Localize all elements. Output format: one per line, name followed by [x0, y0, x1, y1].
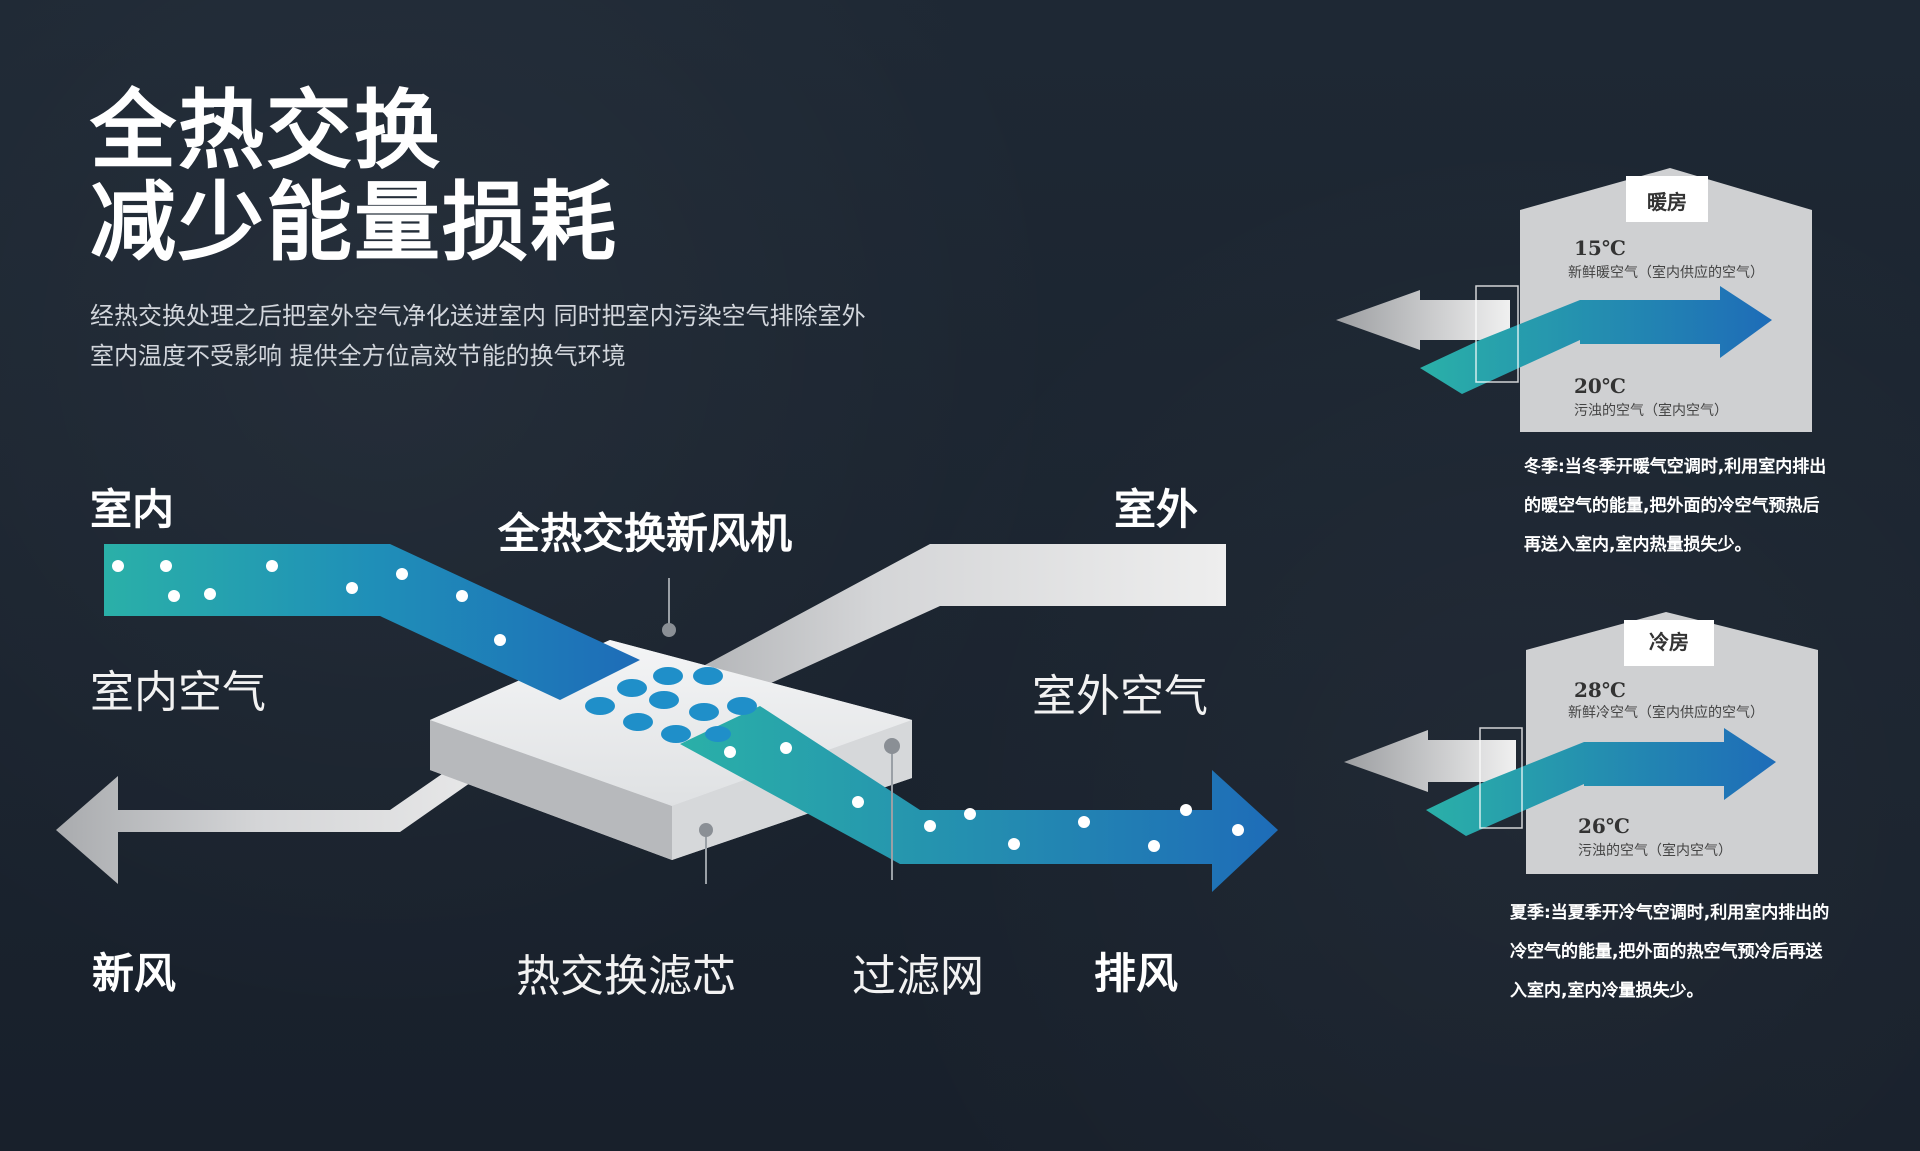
label-heat-core: 热交换滤芯 [516, 951, 736, 1002]
callout-lines [662, 578, 900, 884]
label-outdoor: 室外 [1114, 485, 1199, 534]
summer-stale-desc: 污浊的空气（室内空气） [1578, 843, 1732, 859]
label-filter: 过滤网 [852, 951, 984, 1002]
summer-note-line3: 入室内,室内冷量损失少。 [1510, 981, 1704, 1001]
summer-house-title: 冷房 [1649, 630, 1689, 654]
summer-house [1344, 612, 1818, 874]
description: 经热交换处理之后把室外空气净化送进室内 同时把室内污染空气排除室外 室内温度不受… [90, 296, 866, 376]
airflow-particles [112, 560, 1244, 852]
core-holes [585, 667, 757, 743]
label-exhaust-air: 排风 [1094, 949, 1179, 998]
winter-fresh-desc: 新鲜暖空气（室内供应的空气） [1568, 265, 1764, 281]
winter-house-title: 暖房 [1647, 190, 1687, 214]
summer-note: 夏季:当夏季开冷气空调时,利用室内排出的 冷空气的能量,把外面的热空气预冷后再送… [1510, 894, 1890, 1011]
exhaust-air-duct [104, 544, 1278, 892]
summer-stale-temp: 26℃ [1578, 814, 1630, 838]
winter-note-line1: 冬季:当冬季开暖气空调时,利用室内排出 [1524, 457, 1827, 477]
description-line2: 室内温度不受影响 提供全方位高效节能的换气环境 [90, 342, 626, 370]
label-fresh-air: 新风 [92, 949, 177, 998]
description-line1: 经热交换处理之后把室外空气净化送进室内 同时把室内污染空气排除室外 [90, 302, 866, 330]
winter-stale-temp: 20℃ [1574, 374, 1626, 398]
headline-line2: 减少能量损耗 [90, 173, 618, 273]
label-machine: 全热交换新风机 [498, 509, 793, 558]
headline: 全热交换 减少能量损耗 [90, 85, 618, 269]
summer-fresh-temp: 28℃ [1574, 678, 1626, 702]
headline-line1: 全热交换 [90, 81, 442, 181]
label-indoor: 室内 [90, 485, 175, 534]
label-indoor-air: 室内空气 [90, 667, 266, 718]
winter-stale-desc: 污浊的空气（室内空气） [1574, 403, 1728, 419]
summer-note-line1: 夏季:当夏季开冷气空调时,利用室内排出的 [1510, 903, 1830, 923]
summer-fresh-desc: 新鲜冷空气（室内供应的空气） [1568, 705, 1764, 721]
summer-note-line2: 冷空气的能量,把外面的热空气预冷后再送 [1510, 942, 1823, 962]
label-outdoor-air: 室外空气 [1032, 671, 1208, 722]
winter-house [1336, 168, 1812, 432]
winter-fresh-temp: 15℃ [1574, 236, 1626, 260]
winter-note-line2: 的暖空气的能量,把外面的冷空气预热后 [1524, 496, 1820, 516]
winter-note-line3: 再送入室内,室内热量损失少。 [1524, 535, 1752, 555]
winter-note: 冬季:当冬季开暖气空调时,利用室内排出 的暖空气的能量,把外面的冷空气预热后 再… [1524, 448, 1864, 565]
